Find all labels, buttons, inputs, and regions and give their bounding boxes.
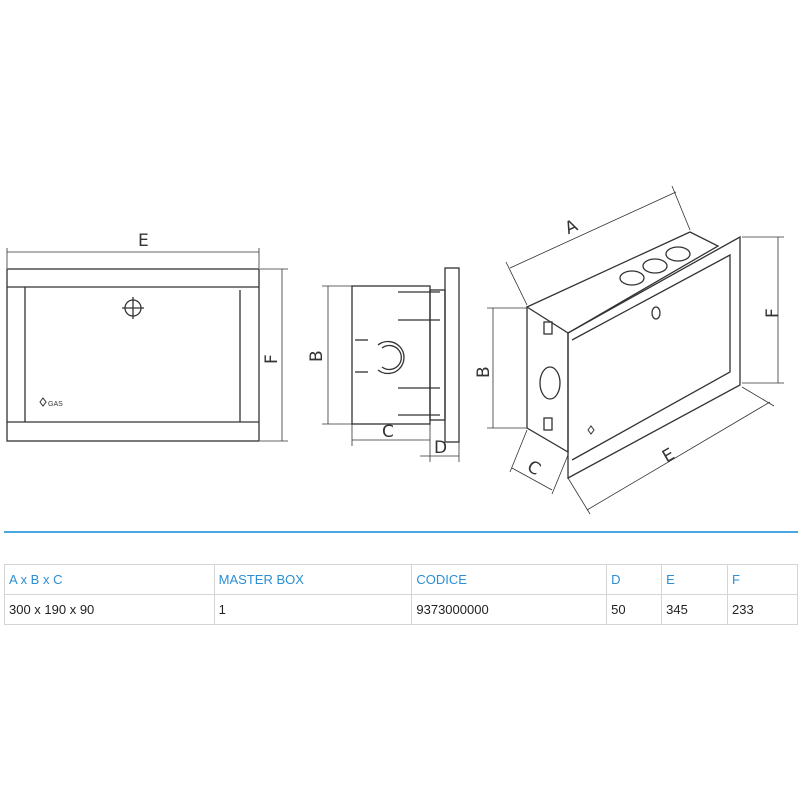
header-f: F [727, 564, 798, 595]
cell-f: 233 [727, 594, 798, 625]
table-header-row: A x B x C MASTER BOX CODICE D E F [4, 564, 798, 595]
dim-label-e-iso: E [659, 444, 678, 467]
dim-label-c-iso: C [523, 457, 543, 480]
cell-codice: 9373000000 [411, 594, 608, 625]
cell-e: 345 [661, 594, 729, 625]
isometric-view: A F E B C [474, 185, 784, 515]
dim-label-d-side: D [434, 438, 447, 458]
spec-table: A x B x C MASTER BOX CODICE D E F 300 x … [4, 564, 798, 625]
section-divider [4, 531, 798, 533]
dim-label-c-side: C [382, 422, 394, 442]
dim-label-b-side: B [307, 350, 327, 362]
logo-text: GAS [48, 401, 63, 408]
cell-master-box: 1 [213, 594, 413, 625]
header-dimensions: A x B x C [4, 564, 215, 595]
header-d: D [606, 564, 663, 595]
header-master-box: MASTER BOX [213, 564, 413, 595]
dim-label-e-front: E [138, 231, 149, 251]
dim-label-f-front: F [262, 354, 282, 364]
dim-label-f-iso: F [763, 308, 783, 318]
front-view: GAS E F [6, 231, 288, 442]
dim-label-b-iso: B [474, 366, 494, 378]
header-codice: CODICE [411, 564, 608, 595]
cell-d: 50 [606, 594, 663, 625]
header-e: E [661, 564, 729, 595]
cell-dimensions: 300 x 190 x 90 [4, 594, 215, 625]
table-row: 300 x 190 x 90 1 9373000000 50 345 233 [4, 594, 798, 625]
dim-label-a-iso: A [562, 216, 581, 239]
side-view: B C D [307, 267, 460, 462]
technical-drawing: GAS E F B C D [6, 185, 784, 515]
